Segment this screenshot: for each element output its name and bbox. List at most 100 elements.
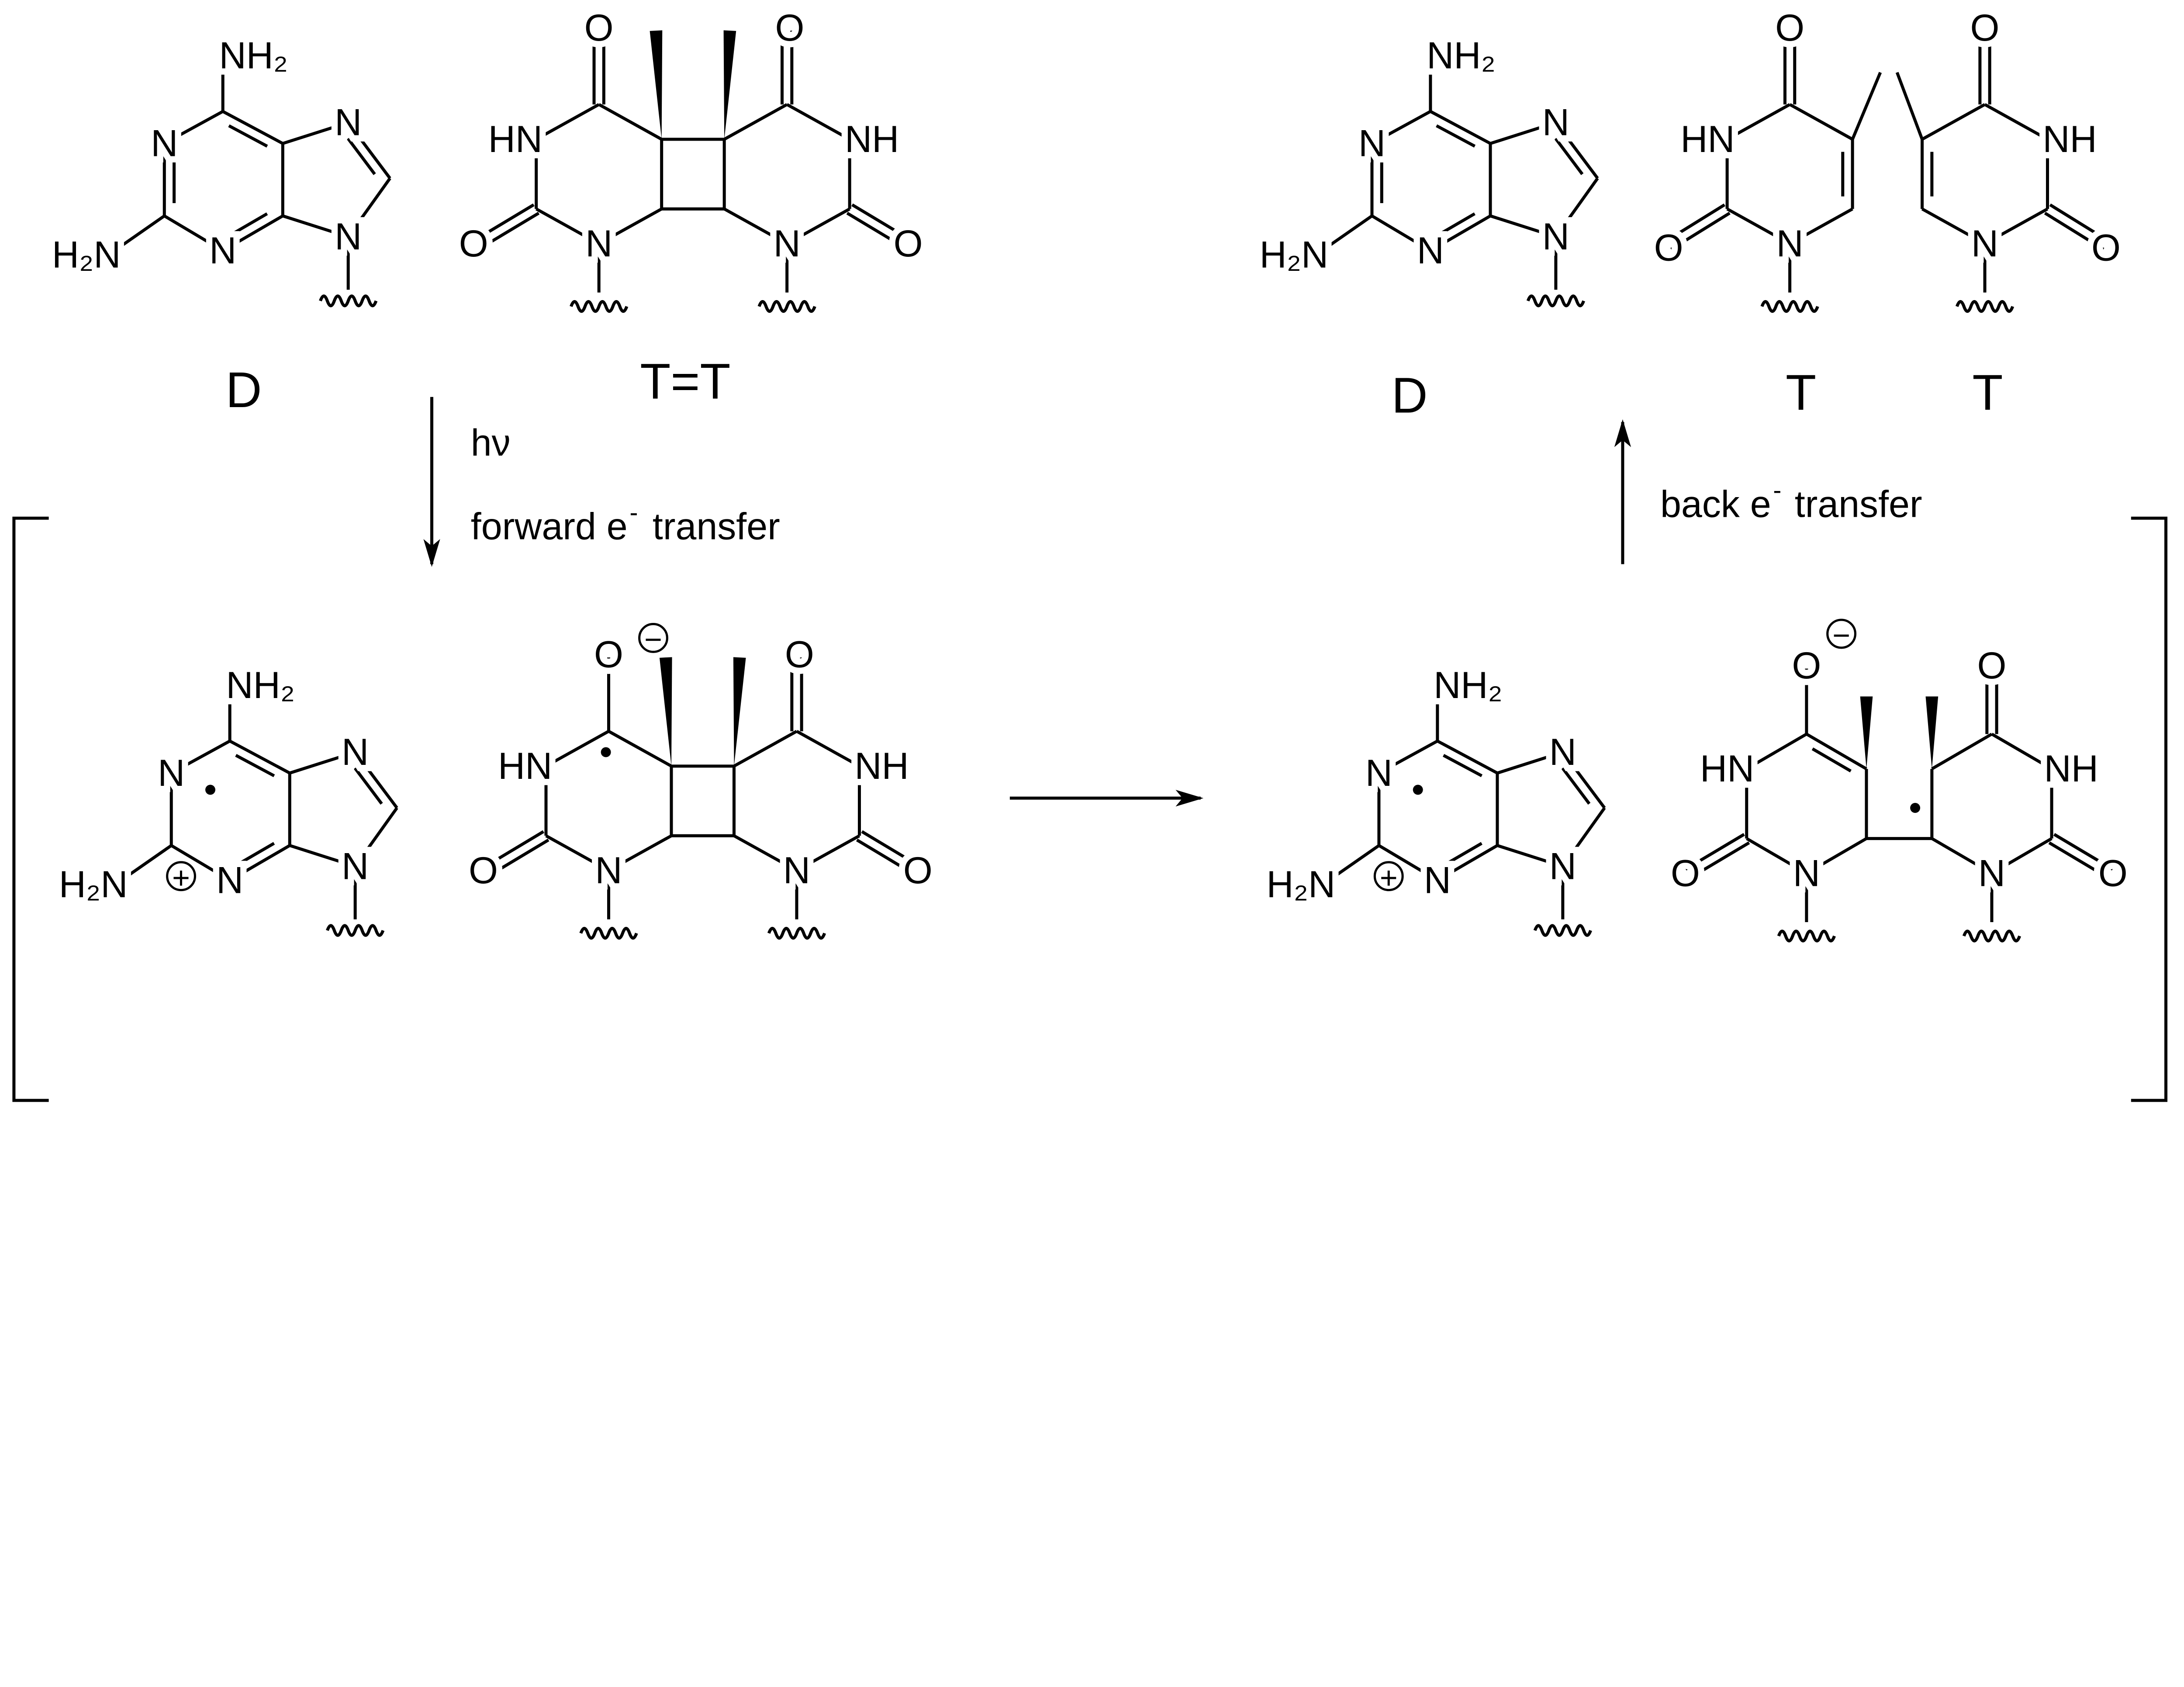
bond [2048, 841, 2109, 879]
atom-nh: NH [2042, 118, 2097, 160]
bond [163, 110, 224, 145]
bond [1921, 207, 1986, 245]
bond [535, 207, 600, 245]
radical-dot-icon [205, 785, 215, 795]
bond [347, 121, 391, 180]
bond [1371, 214, 1431, 252]
bond [1555, 121, 1599, 180]
atom-o: O [469, 850, 498, 892]
negative-charge: − [644, 622, 662, 657]
bond [163, 214, 224, 252]
bond [1806, 733, 1867, 771]
atom-h2n: H₂N [1266, 864, 1335, 906]
wavy-attachment-icon [757, 300, 816, 313]
atom-nh2: NH₂ [226, 664, 295, 706]
atom-h2n: H₂N [52, 234, 121, 276]
atom-nh: NH [2044, 748, 2098, 790]
label-tt-dimer: T=T [640, 354, 730, 410]
bond [1726, 207, 1791, 245]
bond [228, 212, 268, 238]
bond [1437, 844, 1498, 882]
atom-o: O [1775, 7, 1804, 49]
bond [1789, 207, 1853, 245]
bond [545, 834, 610, 872]
bond [1726, 103, 1791, 141]
atom-o: O [1792, 645, 1821, 687]
atom-o: O [775, 7, 805, 49]
atom-o: O [903, 850, 933, 892]
bond [222, 214, 284, 252]
bond [1991, 733, 2053, 771]
atom-o: O [1977, 645, 2006, 687]
atom-hn: HN [498, 745, 552, 787]
bond [861, 830, 919, 867]
atom-n: N [1978, 852, 2005, 894]
atom-hn: HN [1700, 748, 1754, 790]
atom-n: N [335, 102, 362, 144]
atom-nh2: NH₂ [1427, 35, 1496, 77]
bond [1561, 751, 1606, 809]
bond [170, 844, 231, 882]
bond [1436, 124, 1476, 148]
forward-transfer-label: forward e [471, 505, 628, 547]
radical-dot-icon [1910, 803, 1921, 813]
wavy-attachment-icon [319, 294, 378, 308]
bond [545, 730, 610, 767]
atom-n: N [1365, 752, 1393, 794]
bond [598, 207, 663, 245]
wedge-bond [1925, 696, 1939, 769]
bond [1561, 807, 1606, 868]
bond [1665, 203, 1726, 242]
bond [1430, 110, 1491, 145]
label-d-top-left: D [226, 362, 262, 418]
bond [1690, 841, 1750, 879]
bond [2053, 833, 2114, 871]
bond [477, 203, 535, 240]
bond [1489, 214, 1556, 239]
bond [1931, 733, 1993, 771]
atom-hn: HN [488, 118, 543, 160]
atom-o: O [594, 634, 623, 676]
atom-o: O [1970, 7, 2000, 49]
atom-h2n: H₂N [1259, 234, 1328, 276]
bond [1670, 211, 1731, 251]
bond [1745, 733, 1807, 771]
bond [1435, 212, 1476, 238]
bond [222, 110, 283, 145]
bond [235, 754, 275, 778]
bond [2044, 211, 2105, 251]
atom-n: N [151, 122, 178, 164]
bond [1555, 177, 1599, 238]
bond [1442, 842, 1482, 867]
bond [1991, 837, 2053, 875]
bond [786, 207, 850, 245]
negative-charge-circle-icon [1826, 619, 1856, 649]
bond [354, 807, 398, 868]
bond [289, 750, 356, 775]
atom-n: N [342, 845, 369, 887]
bond [1378, 844, 1438, 882]
wavy-attachment-icon [1955, 300, 2015, 313]
atom-n: N [1549, 731, 1576, 773]
bond [786, 103, 850, 141]
bond [1851, 72, 1882, 140]
bond [733, 730, 798, 767]
atom-n: N [774, 223, 801, 265]
atom-n: N [216, 859, 243, 901]
bond [1931, 837, 1993, 875]
back-transfer-label: back e [1660, 483, 1771, 525]
atom-n: N [335, 216, 362, 258]
bond [1561, 767, 1591, 805]
wavy-attachment-icon [1526, 294, 1585, 308]
bond [1325, 214, 1373, 249]
bond [1921, 103, 1986, 141]
right-bracket [2131, 516, 2168, 1102]
bond [1496, 844, 1563, 868]
atom-n: N [158, 752, 185, 794]
bond [117, 214, 166, 249]
bond [1496, 750, 1563, 775]
bond [492, 838, 549, 875]
bond [1430, 214, 1491, 252]
